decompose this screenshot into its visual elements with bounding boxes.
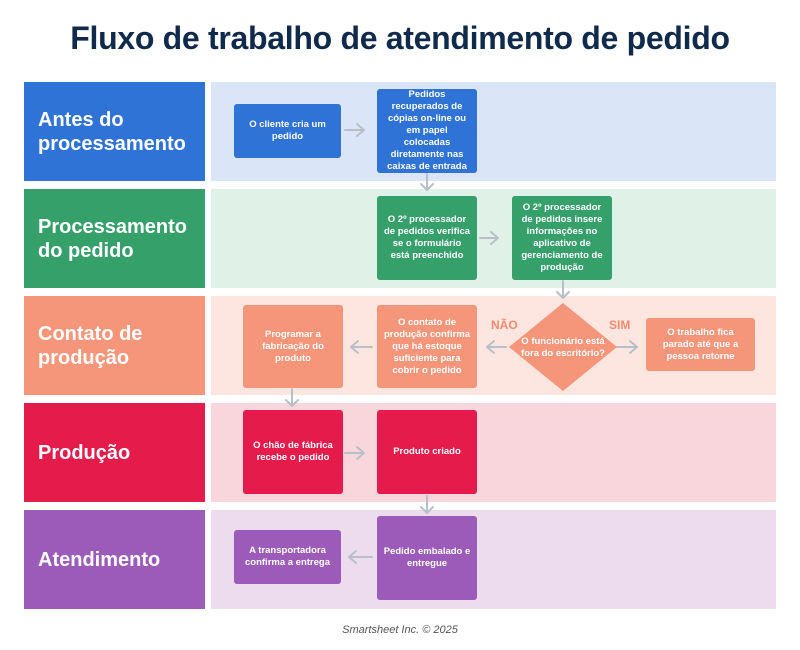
lane-label-contato: Contato de produção [24, 296, 205, 395]
arrowhead [486, 340, 495, 354]
arrowhead [350, 340, 359, 354]
lane-label-atendimento: Atendimento [24, 510, 205, 609]
decision-diamond [509, 303, 617, 391]
footer-copyright: Smartsheet Inc. © 2025 [342, 624, 458, 636]
arrowhead [629, 340, 638, 354]
arrowhead [356, 123, 365, 137]
arrowhead [356, 446, 365, 460]
lane-label-producao: Produção [24, 403, 205, 502]
step-processor-inserts: O 2º processador de pedidos insere infor… [512, 196, 612, 280]
step-production-contact-confirms: O contato de produção confirma que há es… [377, 305, 477, 388]
step-job-paused: O trabalho fica parado até que a pessoa … [646, 318, 755, 371]
arrowhead [556, 291, 570, 299]
branch-label-no: NÃO [491, 318, 518, 332]
lane-label-processamento: Processamento do pedido [24, 189, 205, 288]
page-title: Fluxo de trabalho de atendimento de pedi… [70, 20, 730, 56]
arrowhead [348, 550, 357, 564]
step-factory-floor-receives: O chão de fábrica recebe o pedido [243, 410, 343, 494]
step-schedule-fabrication: Programar a fabricação do produto [243, 305, 343, 388]
branch-label-yes: SIM [609, 318, 631, 332]
arrowhead [285, 399, 299, 407]
step-orders-retrieved: Pedidos recuperados de cópias on-line ou… [377, 89, 477, 173]
arrowhead [490, 231, 499, 245]
lane-label-antes: Antes do processamento [24, 82, 205, 181]
arrowhead [420, 506, 434, 514]
step-carrier-confirms: A transportadora confirma a entrega [234, 530, 341, 584]
decision-label: O funcionário está fora do escritório? [521, 336, 605, 359]
step-client-creates-order: O cliente cria um pedido [234, 104, 341, 158]
step-product-created: Produto criado [377, 410, 477, 494]
step-order-packed: Pedido embalado e entregue [377, 516, 477, 600]
arrowhead [420, 183, 434, 191]
step-processor-verifies: O 2º processador de pedidos verifica se … [377, 196, 477, 280]
